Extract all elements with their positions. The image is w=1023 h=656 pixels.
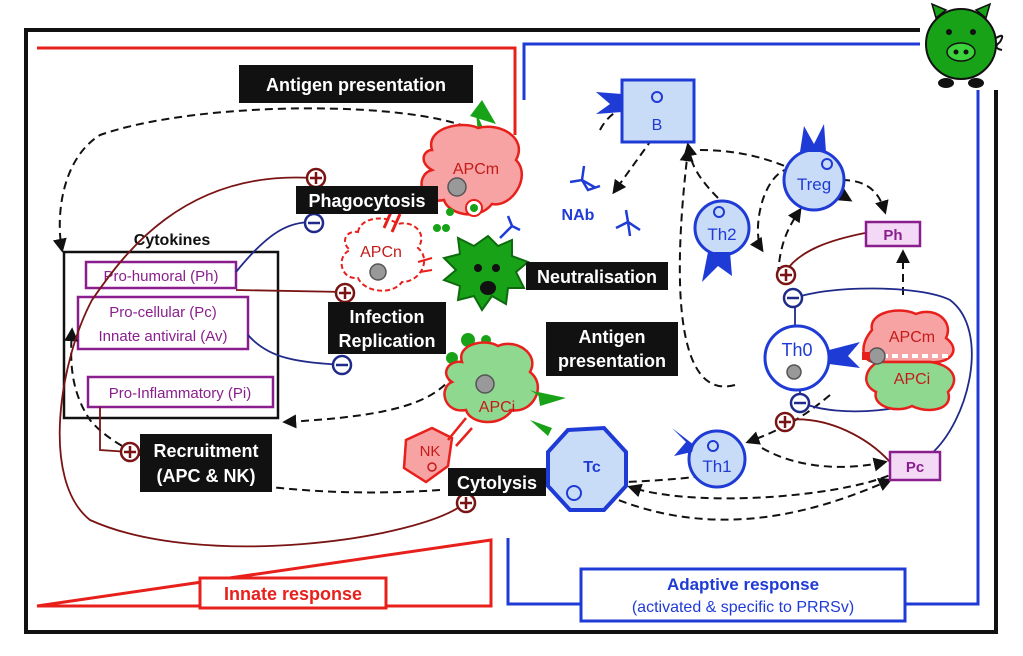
prrsv-virus-icon — [442, 234, 530, 312]
th1-label: Th1 — [702, 457, 731, 476]
apci-right-label: APCi — [894, 371, 930, 388]
plus-symbol — [305, 167, 327, 189]
ph-label: Ph — [883, 227, 902, 244]
virus-particle-icon — [433, 224, 441, 232]
virus-particle-icon — [446, 208, 454, 216]
phagocytosis-label: Phagocytosis — [308, 191, 425, 211]
treg-label: Treg — [797, 175, 831, 194]
cytolysis-label: Cytolysis — [457, 473, 537, 493]
plus-symbol — [119, 441, 141, 463]
b-cell: B — [596, 78, 696, 144]
innate-antiviral-label: Innate antiviral (Av) — [99, 328, 228, 345]
apcm-cell: APCm — [420, 100, 523, 217]
antibody-icon — [499, 165, 641, 239]
plus-symbol — [334, 282, 356, 304]
neutralisation-label: Neutralisation — [537, 267, 657, 287]
pc-label: Pc — [906, 459, 924, 476]
nab-label: NAb — [562, 207, 595, 224]
minus-symbol — [303, 212, 325, 234]
recruitment-sublabel: (APC & NK) — [157, 466, 256, 486]
pro-cellular-box — [76, 295, 250, 351]
pro-inflammatory-box — [86, 375, 275, 409]
plus-symbol — [455, 492, 477, 514]
apci-label: APCi — [479, 399, 515, 416]
tc-cell: Tc — [546, 425, 628, 512]
innate-response-label: Innate response — [224, 584, 362, 604]
antigen-label: Antigen — [579, 327, 646, 347]
virus-particle-icon — [461, 333, 475, 347]
th0-cell: Th0 — [763, 324, 860, 392]
tc-label: Tc — [583, 459, 601, 476]
adaptive-response-label: Adaptive response — [667, 575, 819, 594]
apcm-label: APCm — [453, 161, 499, 178]
phagocytosis-tag: Phagocytosis — [296, 186, 438, 214]
infection-replication-tag: Infection Replication — [328, 302, 446, 354]
apci-cell: APCi — [443, 341, 566, 436]
minus-symbol — [789, 392, 811, 414]
innate-region: Innate response — [36, 46, 517, 610]
nk-label: NK — [420, 443, 441, 460]
adaptive-region: Adaptive response (activated & specific … — [506, 42, 980, 623]
plus-symbol — [774, 411, 796, 433]
minus-symbol — [782, 287, 804, 309]
recruitment-tag: Recruitment (APC & NK) — [140, 434, 272, 492]
cytokines-label: Cytokines — [134, 232, 211, 249]
cytokines-panel: Cytokines Pro-humoral (Ph) Pro-cellular … — [62, 232, 280, 420]
virus-particle-icon — [446, 352, 458, 364]
plus-symbol — [775, 264, 797, 286]
ph-box: Ph — [864, 220, 922, 248]
th2-label: Th2 — [707, 225, 736, 244]
apcn-label: APCn — [360, 244, 402, 261]
neutralisation-tag: Neutralisation — [526, 262, 668, 290]
th2-cell: Th2 — [693, 199, 751, 282]
adaptive-response-sublabel: (activated & specific to PRRSv) — [632, 599, 854, 616]
b-label: B — [652, 117, 663, 134]
treg-cell: Treg — [782, 124, 846, 212]
apc-right-cell: APCm APCi — [862, 309, 956, 412]
pro-humoral-label: Pro-humoral (Ph) — [103, 268, 218, 285]
virus-particle-icon — [442, 224, 450, 232]
antigen-presentation-mid-tag: Antigen presentation — [546, 322, 678, 376]
pc-box: Pc — [888, 450, 942, 482]
replication-label: Replication — [338, 331, 435, 351]
pro-inflammatory-label: Pro-Inflammatory (Pi) — [109, 385, 252, 402]
infection-label: Infection — [350, 307, 425, 327]
outer-frame — [24, 28, 998, 634]
th1-cell: Th1 — [672, 428, 747, 489]
nk-cell: NK — [402, 417, 473, 484]
pro-cellular-label: Pro-cellular (Pc) — [109, 304, 217, 321]
cytolysis-tag: Cytolysis — [448, 468, 546, 496]
recruitment-label: Recruitment — [153, 441, 258, 461]
apcn-cell: APCn — [340, 209, 433, 292]
apcm-right-label: APCm — [889, 329, 935, 346]
pig-icon — [920, 0, 1004, 90]
antigen-presentation-top-tag: Antigen presentation — [239, 65, 473, 103]
presentation-label: presentation — [558, 351, 666, 371]
minus-symbol — [331, 354, 353, 376]
th0-label: Th0 — [781, 340, 812, 360]
antigen-presentation-top-label: Antigen presentation — [266, 75, 446, 95]
